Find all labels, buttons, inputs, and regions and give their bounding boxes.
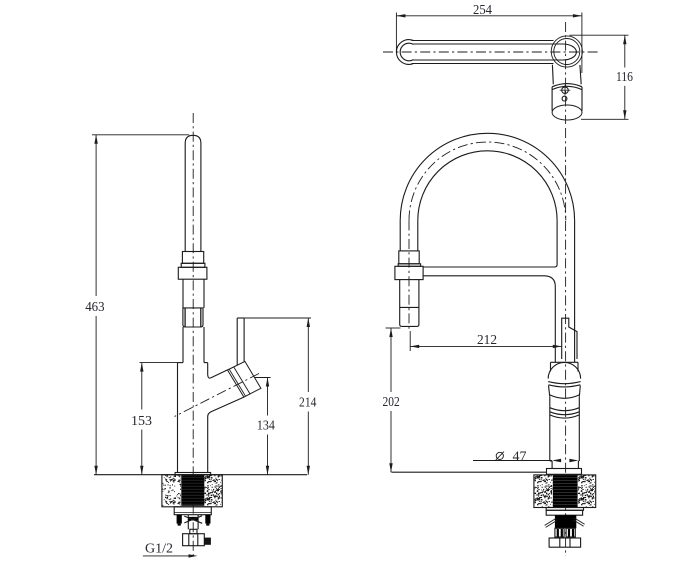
- svg-text:47: 47: [513, 449, 527, 464]
- svg-text:214: 214: [299, 395, 316, 410]
- svg-text:G1/2: G1/2: [145, 542, 173, 557]
- svg-text:254: 254: [473, 3, 492, 18]
- svg-text:202: 202: [383, 395, 400, 410]
- svg-text:116: 116: [616, 70, 633, 85]
- svg-text:153: 153: [131, 414, 152, 429]
- svg-text:134: 134: [257, 418, 275, 433]
- svg-text:212: 212: [477, 333, 497, 348]
- svg-text:463: 463: [85, 300, 104, 315]
